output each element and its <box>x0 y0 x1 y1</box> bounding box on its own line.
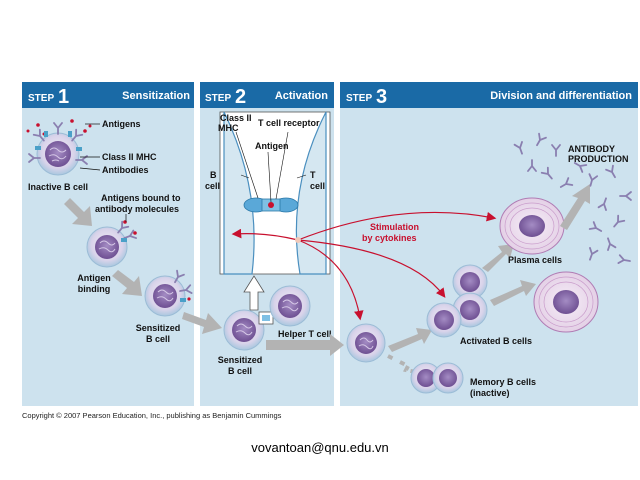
t-cell-inset-label-1: T <box>310 170 316 180</box>
inactive-b-cell <box>36 132 80 176</box>
arrow-to-plasma-lower <box>490 280 536 306</box>
step2-number: 2 <box>235 86 246 108</box>
memory-b-cells <box>410 362 464 394</box>
sensitized-b-cell-2-label-2: B cell <box>228 366 252 376</box>
arrow-step1-a <box>64 198 92 226</box>
stimulation-label-1: Stimulation <box>370 222 419 232</box>
memory-b-cells-label-1: Memory B cells <box>470 377 536 387</box>
sensitized-b-cell-2-label-1: Sensitized <box>218 355 263 365</box>
step3-number: 3 <box>376 86 387 108</box>
sensitized-b-cell-1-label-1: Sensitized <box>136 323 181 333</box>
arrow-step1-to-2 <box>182 312 222 334</box>
step1-word: STEP <box>28 93 54 104</box>
plasma-cell-lower <box>533 271 599 333</box>
antigen-inset-label: Antigen <box>255 141 289 151</box>
antigens-bound-label-1: Antigens bound to <box>101 193 181 203</box>
step3-title: Division and differentiation <box>490 90 632 102</box>
tcr-label: T cell receptor <box>258 118 320 128</box>
sensitized-b-cell-1-label-2: B cell <box>146 334 170 344</box>
email-text: vovantoan@qnu.edu.vn <box>251 440 389 455</box>
step3-header <box>340 82 638 108</box>
b-cell-inset-label-2: cell <box>205 181 220 191</box>
antigen-binding-label-1: Antigen <box>77 273 111 283</box>
copyright-text: Copyright © 2007 Pearson Education, Inc.… <box>22 411 282 420</box>
plasma-cells-label: Plasma cells <box>508 255 562 265</box>
helper-t-cell <box>269 285 311 327</box>
step2-title: Activation <box>275 90 328 102</box>
arrow-to-activated <box>388 328 432 352</box>
antibodies-label: Antibodies <box>102 165 149 175</box>
inactive-b-cell-label: Inactive B cell <box>28 182 88 192</box>
arrow-step2-to-3 <box>266 334 344 356</box>
antigen-binding-cell <box>86 220 137 268</box>
arrow-to-plasma-upper <box>482 244 514 272</box>
t-cell-inset-label-2: cell <box>310 181 325 191</box>
activated-b-cells-label: Activated B cells <box>460 336 532 346</box>
b-cell-receptors <box>28 122 88 165</box>
arrow-step1-b <box>112 270 142 296</box>
stimulated-b-cell <box>346 323 386 363</box>
step1-title: Sensitization <box>122 90 190 102</box>
activated-b-cells <box>426 264 488 338</box>
antibody-production-label-2: PRODUCTION <box>568 154 629 164</box>
arrow-to-memory <box>387 354 417 374</box>
stimulation-label-2: by cytokines <box>362 233 417 243</box>
helper-t-cell-label: Helper T cell <box>278 329 332 339</box>
antigens-bound-label-2: antibody molecules <box>95 204 179 214</box>
magnified-inset <box>219 111 331 275</box>
step2-header <box>200 82 334 108</box>
arrow-to-antibodies <box>560 184 590 230</box>
step1-number: 1 <box>58 86 69 108</box>
antigens-label: Antigens <box>102 119 141 129</box>
step3-panel <box>340 82 638 406</box>
step3-word: STEP <box>346 93 372 104</box>
sensitized-b-cell-step2 <box>223 309 265 351</box>
class2-mhc-label: Class II MHC <box>102 152 157 162</box>
sensitized-b-cell-step1 <box>144 269 193 317</box>
class2-mhc-inset-label-1: Class II <box>220 113 252 123</box>
antigen-binding-label-2: binding <box>78 284 111 294</box>
step2-word: STEP <box>205 93 231 104</box>
antibody-production-label-1: ANTIBODY <box>568 144 615 154</box>
zoom-arrow <box>243 275 265 311</box>
cytokine-arrows <box>231 211 497 321</box>
class2-mhc-inset-label-2: MHC <box>218 123 239 133</box>
plasma-cell-upper <box>499 197 565 255</box>
b-cell-inset-label-1: B <box>210 170 217 180</box>
memory-b-cells-label-2: (inactive) <box>470 388 510 398</box>
step1-header <box>22 82 194 108</box>
